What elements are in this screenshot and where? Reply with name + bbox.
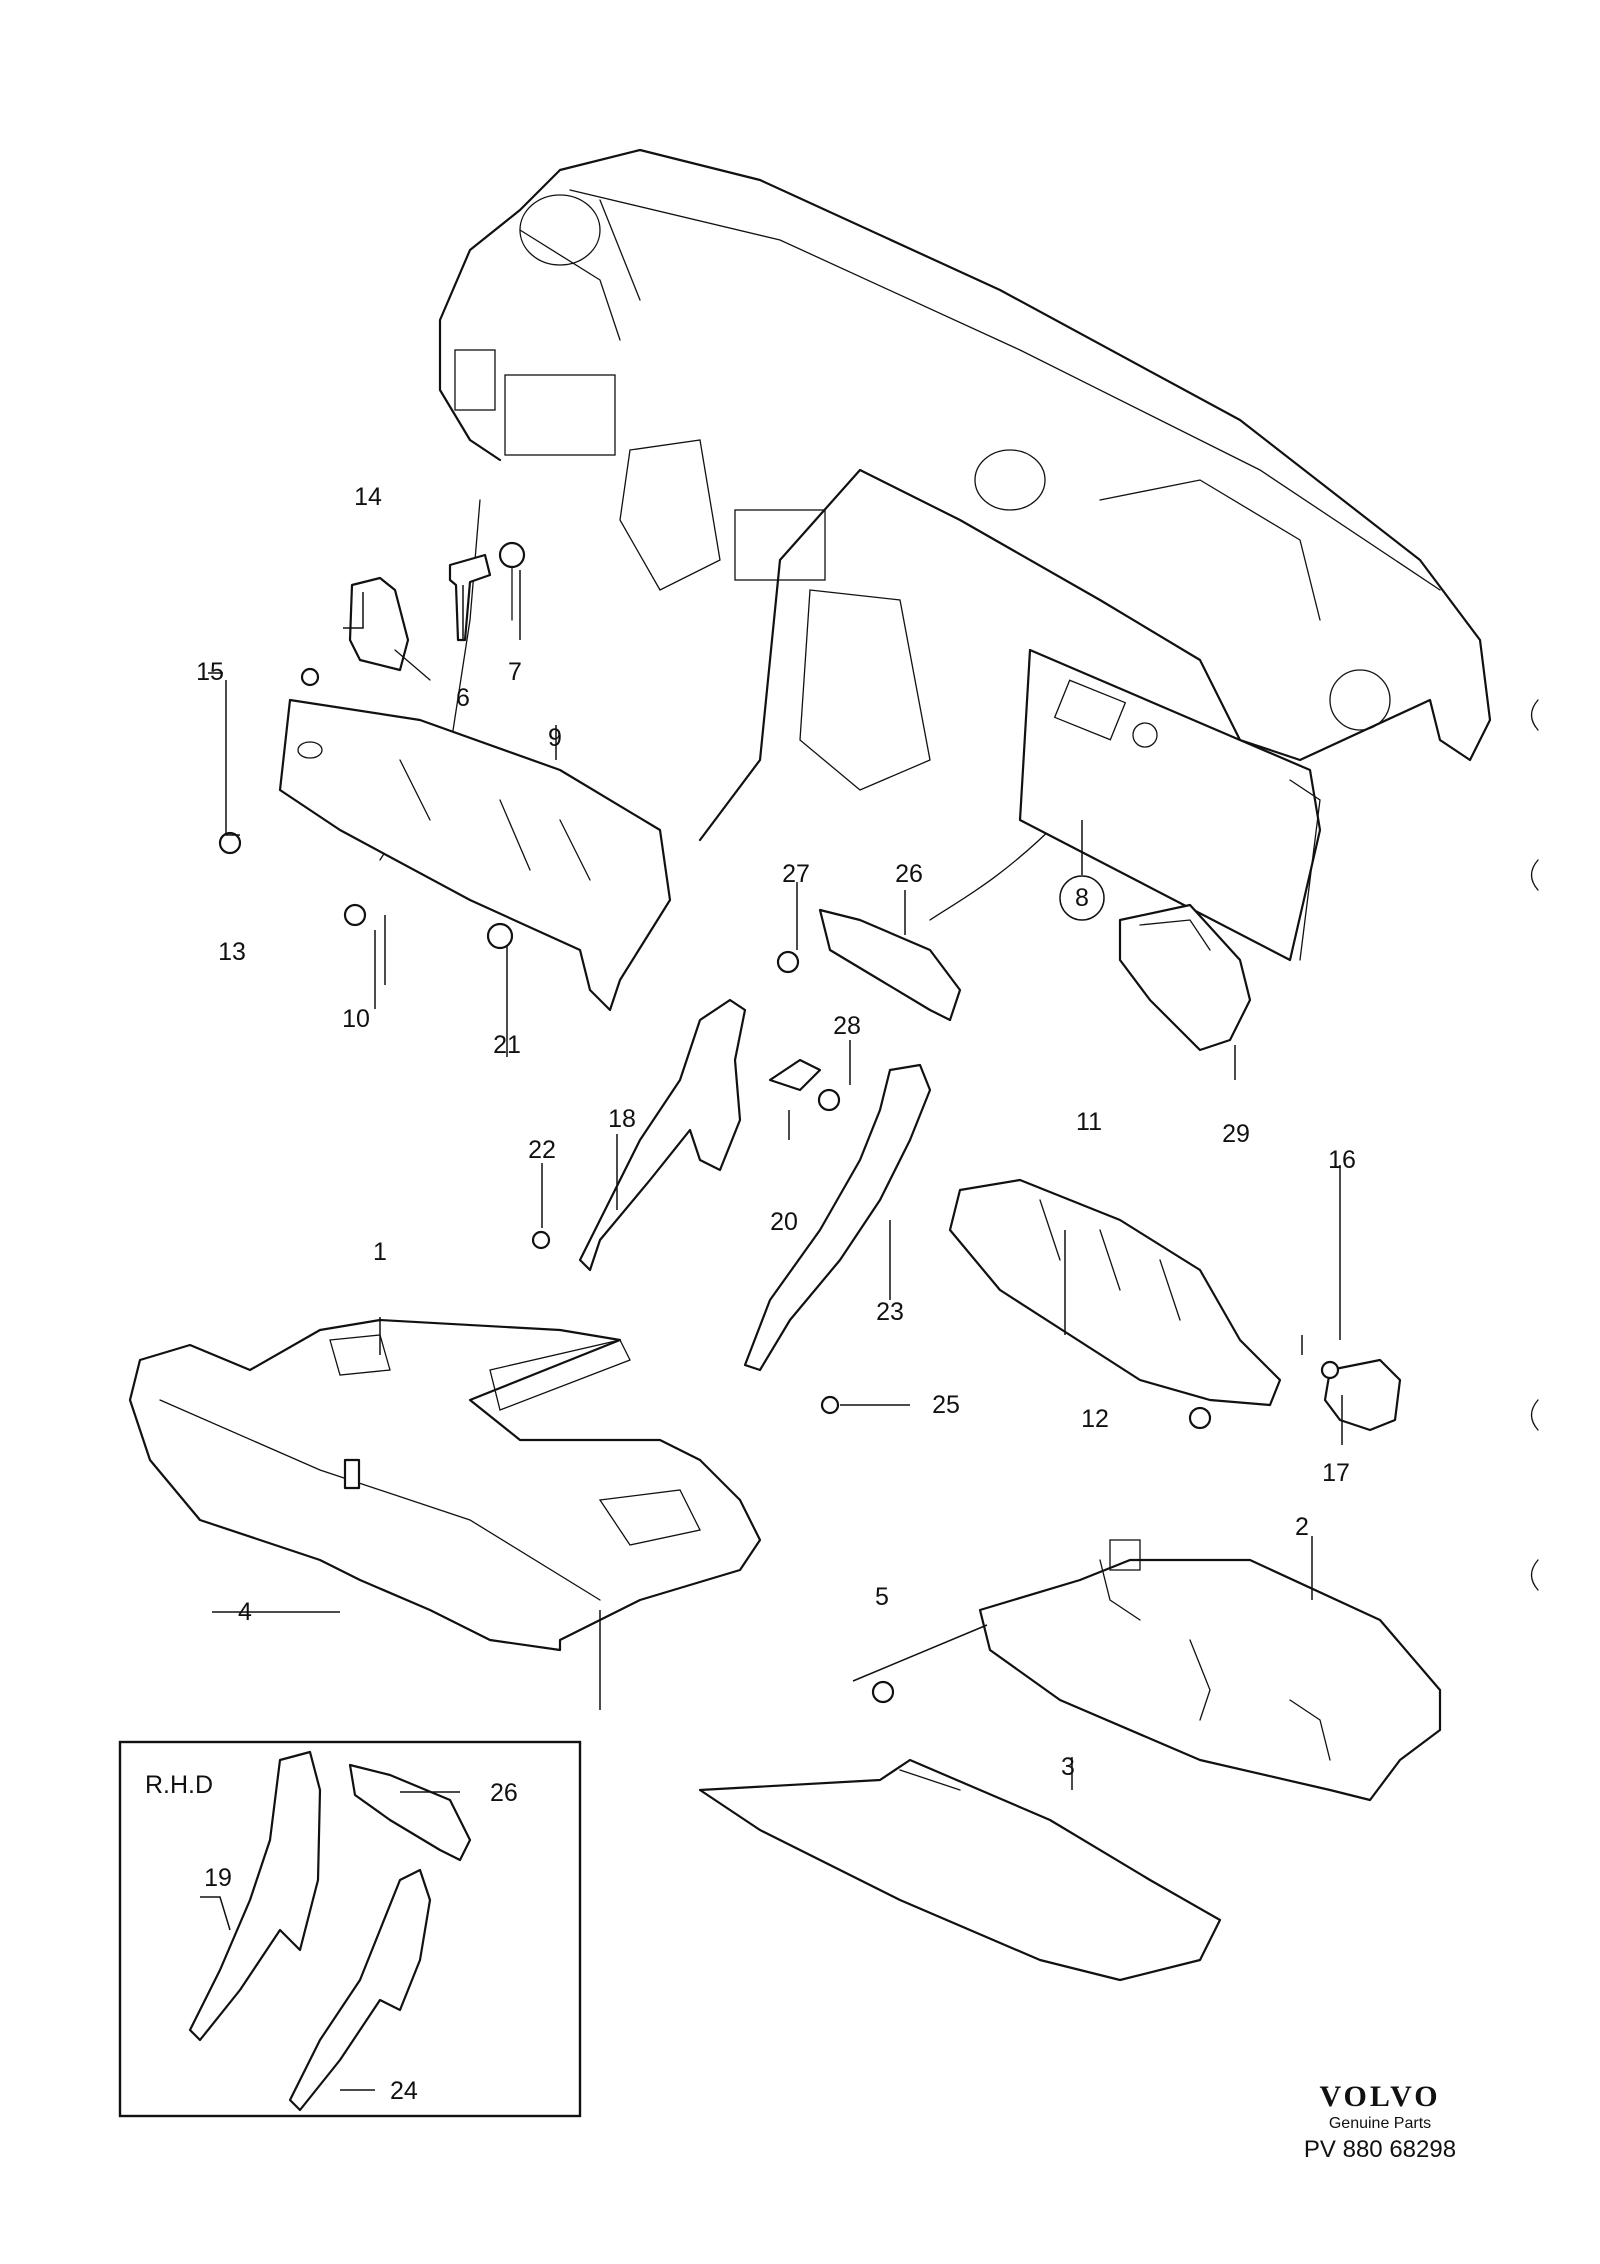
callout-6: 6 — [456, 684, 470, 712]
part-16-bracket — [1323, 1358, 1402, 1432]
fasteners — [218, 667, 1340, 1704]
callout-12: 12 — [1081, 1405, 1109, 1433]
genuine-parts-label: Genuine Parts — [1328, 2115, 1432, 2132]
brand-block: VOLVO Genuine Parts PV 880 68298 — [1270, 2080, 1490, 2166]
callout-21: 21 — [493, 1031, 521, 1059]
part-14-bracket — [348, 576, 431, 681]
callout-23: 23 — [876, 1298, 904, 1326]
callout-26-rhd: 26 — [490, 1779, 518, 1807]
part-3-panel — [698, 1758, 1222, 1982]
part-20-spacer — [768, 1058, 822, 1092]
callout-20: 20 — [770, 1208, 798, 1236]
part-11-trim — [948, 1178, 1282, 1407]
part-24-support — [288, 1868, 432, 2112]
callout-labels: 1 2 3 4 5 6 7 8 9 10 11 12 13 14 15 16 1… — [196, 483, 1356, 1781]
callout-3: 3 — [1061, 1753, 1075, 1781]
rhd-inset: R.H.D 19 24 26 — [118, 1740, 582, 2118]
callout-16: 16 — [1328, 1146, 1356, 1174]
part-19-support — [188, 1750, 322, 2042]
callout-22: 22 — [528, 1136, 556, 1164]
part-26-bracket — [818, 908, 962, 1022]
callout-8-circle — [1059, 875, 1105, 921]
glovebox-lid — [1018, 648, 1322, 962]
callout-5: 5 — [875, 1583, 889, 1611]
callout-14: 14 — [354, 483, 382, 511]
part-26-bracket-rhd — [348, 1763, 472, 1862]
part-7-nut — [498, 541, 526, 621]
callout-26: 26 — [895, 860, 923, 888]
callout-13: 13 — [218, 938, 246, 966]
callout-7: 7 — [508, 658, 522, 686]
part-23-support — [743, 1063, 932, 1372]
rhd-inset-frame — [118, 1740, 582, 2118]
part-2-glovebox-housing — [978, 1539, 1442, 1802]
callout-9: 9 — [548, 724, 562, 752]
callout-28: 28 — [833, 1012, 861, 1040]
callout-29: 29 — [1222, 1120, 1250, 1148]
part-18-support — [578, 998, 747, 1272]
callout-27: 27 — [782, 860, 810, 888]
callout-15: 15 — [196, 658, 224, 686]
callout-18: 18 — [608, 1105, 636, 1133]
part-1-lower-panel — [128, 1318, 762, 1652]
callout-25: 25 — [932, 1391, 960, 1419]
callout-11: 11 — [1076, 1108, 1102, 1136]
part-29-duct — [1118, 903, 1252, 1052]
callout-1: 1 — [373, 1238, 387, 1266]
callout-19: 19 — [204, 1864, 232, 1892]
callout-4: 4 — [238, 1598, 252, 1626]
callout-2: 2 — [1295, 1513, 1309, 1541]
dashboard-assembly — [379, 148, 1492, 921]
part-9-panel — [278, 698, 672, 1012]
callout-17: 17 — [1322, 1459, 1350, 1487]
callout-10: 10 — [342, 1005, 370, 1033]
callout-8: 8 — [1075, 884, 1089, 912]
diagram-reference: PV 880 68298 — [1303, 2136, 1457, 2163]
leader-lines — [208, 570, 1343, 1790]
margin-marks — [1530, 699, 1539, 1591]
volvo-logo: VOLVO — [1319, 2080, 1441, 2113]
callout-24: 24 — [390, 2077, 418, 2105]
rhd-inset-title: R.H.D — [145, 1771, 213, 1799]
part-6-clip — [448, 553, 492, 642]
